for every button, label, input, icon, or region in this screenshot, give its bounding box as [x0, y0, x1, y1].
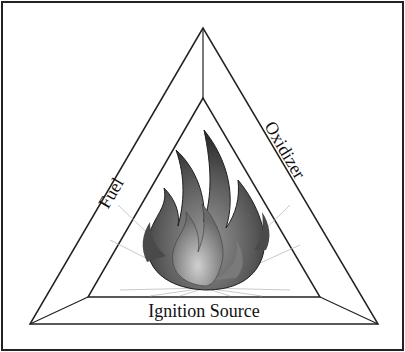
ignition-source-label: Ignition Source	[148, 302, 259, 320]
